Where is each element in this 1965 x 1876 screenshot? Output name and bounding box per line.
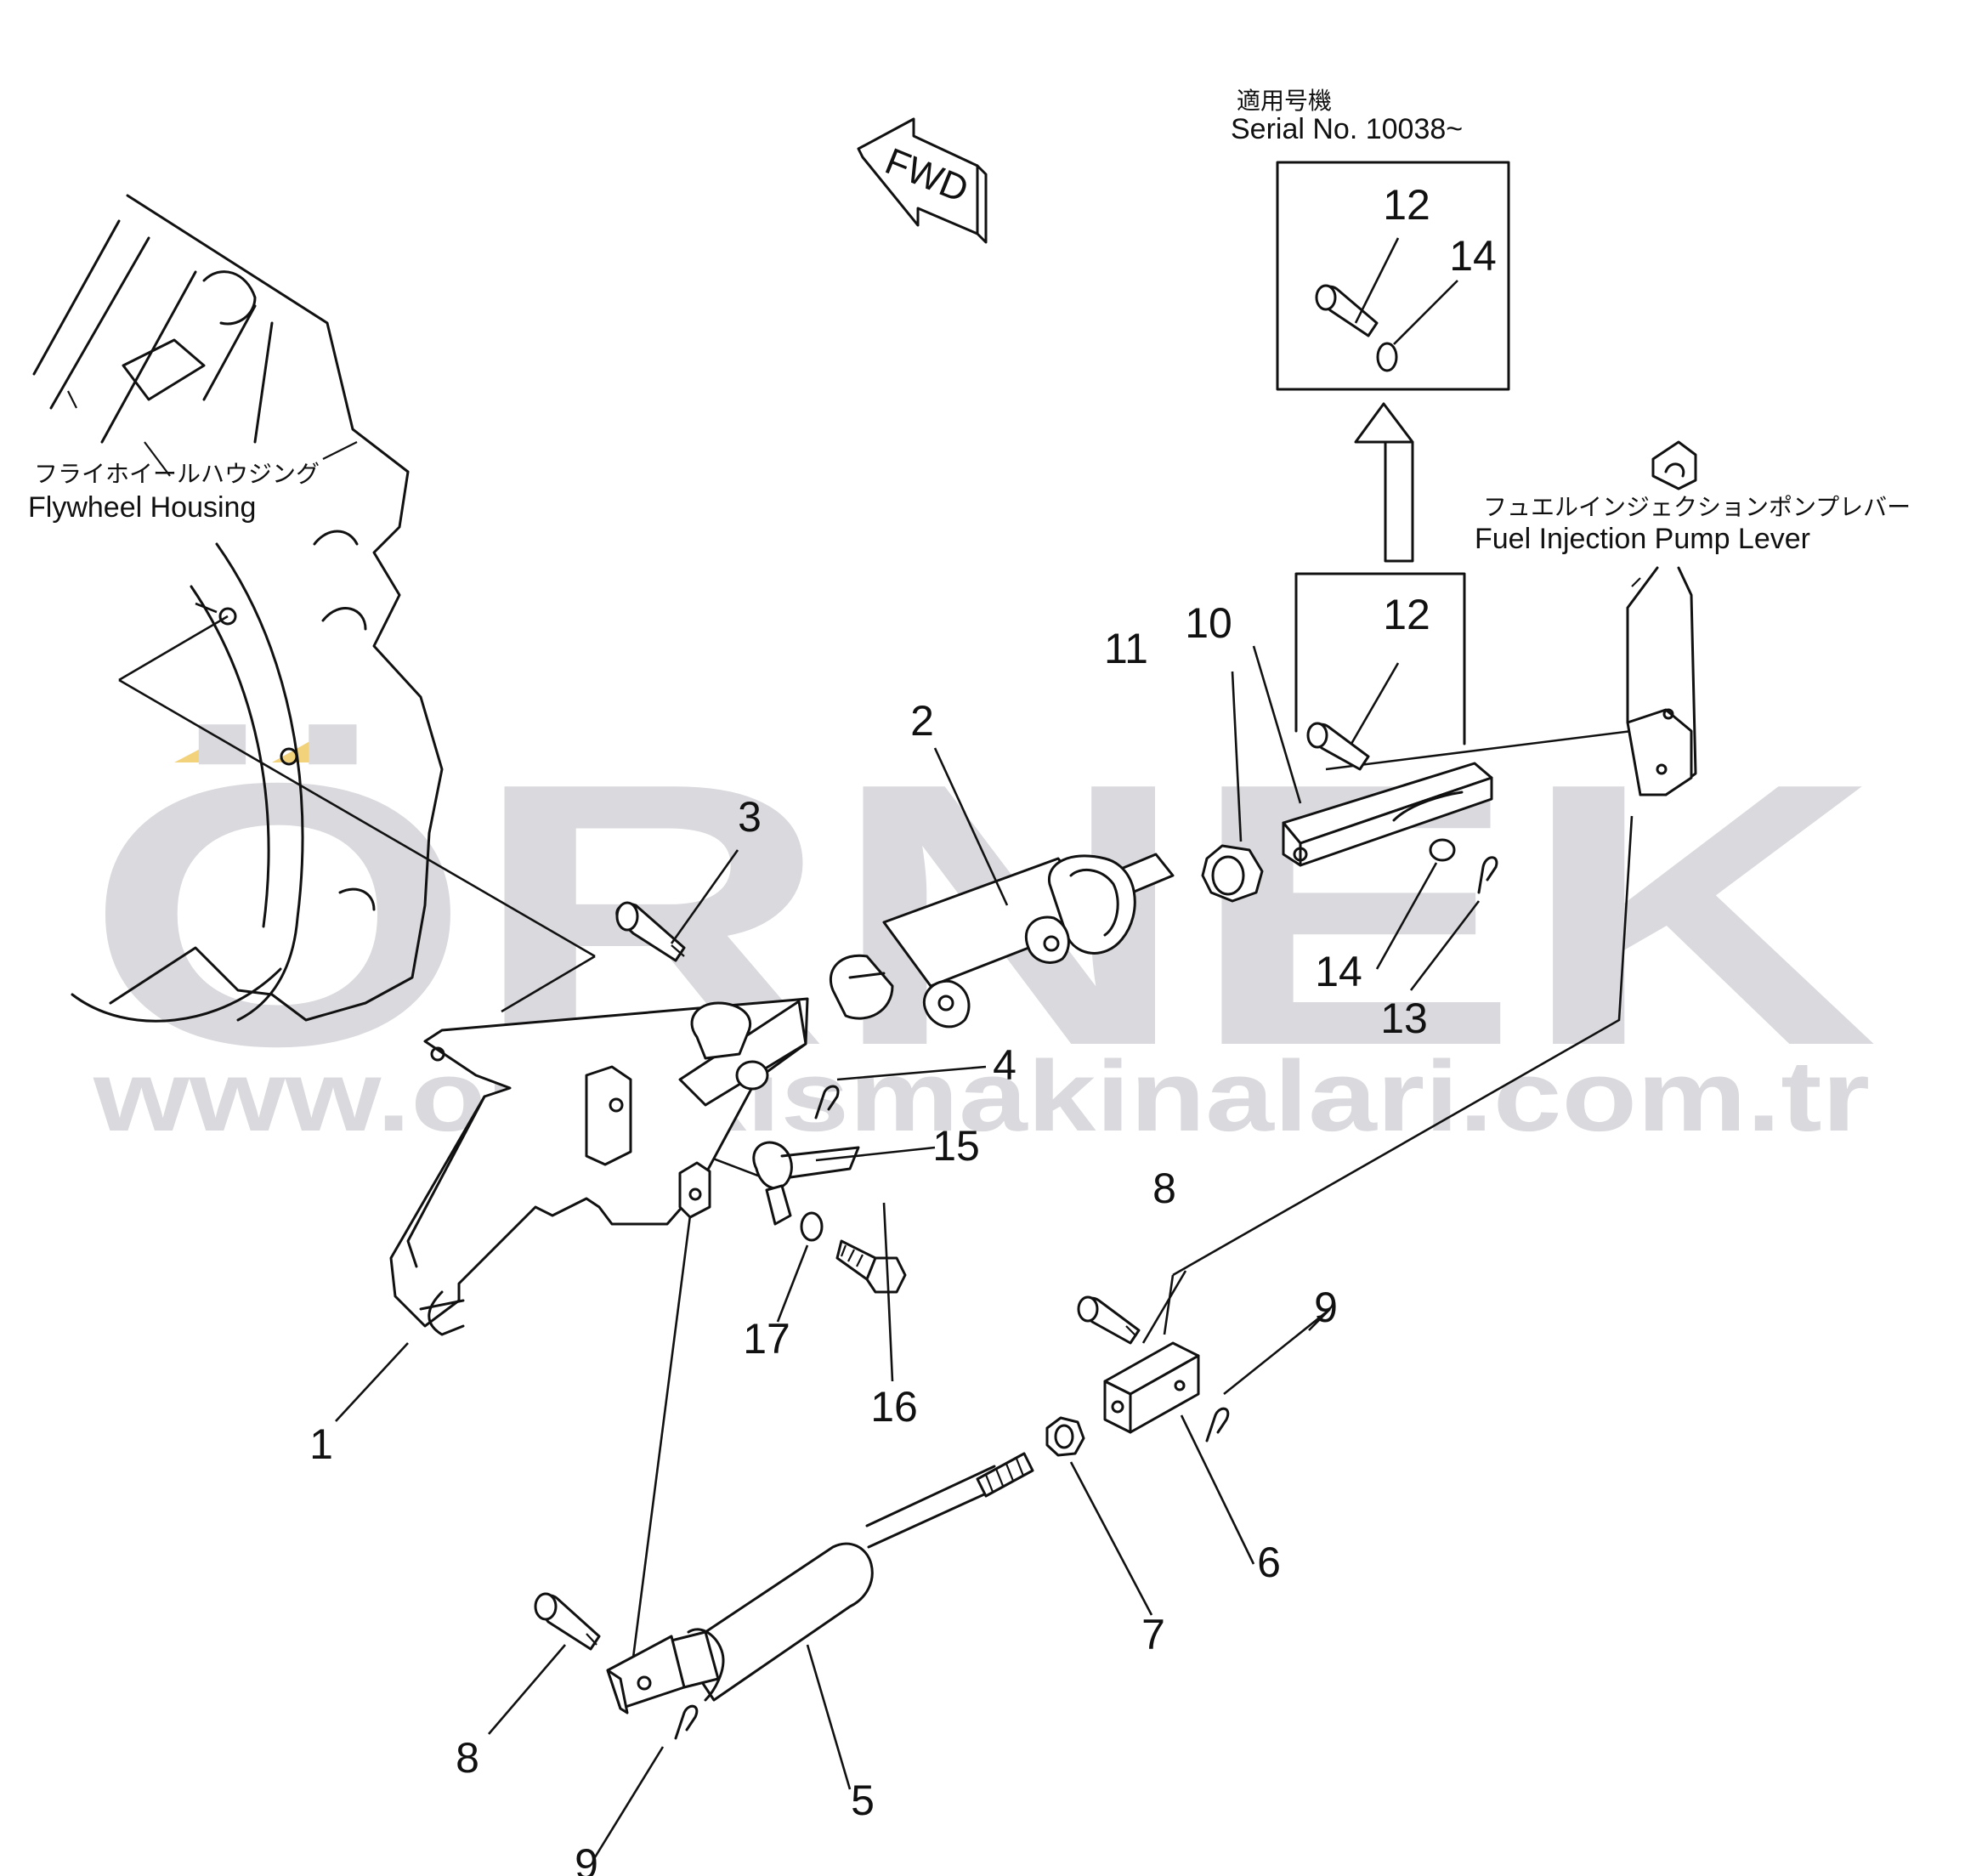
part-11-nut	[1201, 844, 1264, 903]
part-3-pin	[615, 901, 686, 962]
callout-2: 2	[910, 697, 934, 745]
callout-3: 3	[738, 793, 762, 841]
callout-leaders	[195, 602, 1481, 1858]
part-13-cotter	[1477, 856, 1498, 894]
part-16-bolt	[835, 1239, 907, 1294]
serial-caption-en: Serial No. 10038~	[1231, 113, 1463, 145]
watermark-url: www.ornekismakinalari.com.tr	[93, 1040, 1870, 1153]
flywheel-caption-en: Flywheel Housing	[28, 491, 256, 524]
callout-13: 13	[1380, 995, 1428, 1042]
pin-12-inset	[1294, 572, 1466, 771]
callout-12-inset: 12	[1383, 181, 1430, 229]
callout-14: 14	[1315, 948, 1362, 995]
callout-16: 16	[870, 1383, 918, 1431]
serial-caption-jp: 適用号機	[1237, 88, 1332, 114]
part-8-pin-lower	[534, 1592, 601, 1651]
inset-part-14-washer	[1376, 342, 1398, 372]
part-4-cotter	[814, 1085, 840, 1119]
callout-11: 11	[1104, 625, 1148, 672]
callout-6: 6	[1257, 1539, 1281, 1586]
part-17-washer	[800, 1211, 824, 1242]
callout-9-right: 9	[1314, 1284, 1338, 1331]
callout-4: 4	[993, 1041, 1016, 1089]
serial-inset	[1276, 161, 1510, 391]
callout-5: 5	[851, 1777, 875, 1824]
serial-inset-box	[1276, 161, 1510, 391]
assembly-lines	[118, 615, 1634, 1658]
callout-15: 15	[932, 1122, 980, 1170]
part-6-block	[1103, 1341, 1200, 1434]
callout-1: 1	[309, 1420, 333, 1468]
pump-caption-en: Fuel Injection Pump Lever	[1475, 523, 1810, 555]
callout-14-inset: 14	[1449, 232, 1497, 280]
part-7-nut	[1045, 1416, 1085, 1457]
part-15-clip	[752, 1141, 860, 1226]
callout-8-right: 8	[1152, 1165, 1176, 1212]
part-14-washer	[1429, 838, 1456, 862]
part-1-bracket	[389, 997, 809, 1336]
captions: 適用号機 Serial No. 10038~ フライホイールハウジング Flyw…	[28, 88, 1911, 555]
pump-caption-jp: フュエルインジェクションポンプレバー	[1483, 494, 1911, 520]
part-10-lever	[1282, 762, 1493, 867]
callout-7: 7	[1141, 1611, 1165, 1658]
callout-8-lower: 8	[456, 1734, 479, 1782]
callout-17: 17	[743, 1315, 790, 1363]
callout-12: 12	[1383, 591, 1430, 638]
inset-part-12-pin	[1315, 284, 1379, 337]
part-9-cotter-right	[1205, 1407, 1230, 1442]
watermark-accent-left	[174, 727, 242, 762]
part-9-cotter-lower	[674, 1704, 699, 1740]
part-8-pin-right	[1077, 1295, 1141, 1345]
flywheel-caption-jp: フライホイールハウジング	[34, 461, 320, 487]
callout-numbers: 1 2 3 4 5 6 7 8 8 9 9 10 11 12 12 13 14 …	[309, 181, 1497, 1876]
up-arrow	[1354, 402, 1414, 563]
part-5-rod	[606, 1452, 1034, 1714]
flywheel-housing-drawing	[32, 194, 444, 1023]
fwd-arrow: FWD	[857, 117, 988, 244]
pump-lever-drawing	[1626, 440, 1697, 796]
watermark-accent-right	[272, 727, 336, 762]
part-2-cylinder	[829, 853, 1175, 1029]
inset-pin-12	[1306, 722, 1370, 771]
callout-9-lower: 9	[575, 1840, 598, 1876]
callout-10: 10	[1185, 599, 1232, 647]
